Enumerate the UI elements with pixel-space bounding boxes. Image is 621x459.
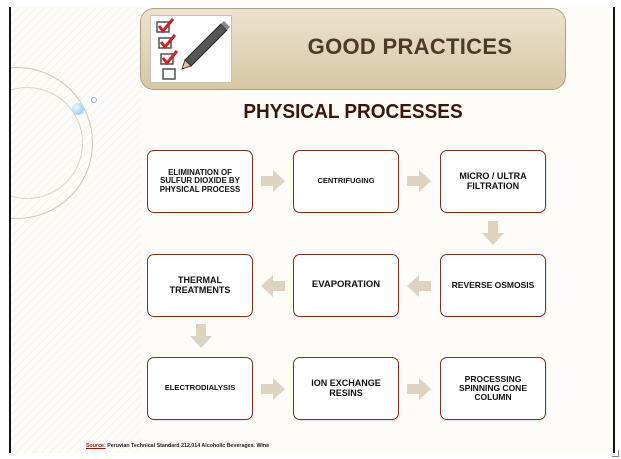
section-subtitle: PHYSICAL PROCESSES bbox=[243, 101, 463, 124]
arrow-down-icon bbox=[190, 324, 212, 348]
step-centrifuging: CENTRIFUGING bbox=[293, 150, 399, 213]
decorative-small-dot bbox=[91, 97, 97, 103]
step-reverse-osmosis: REVERSE OSMOSIS bbox=[440, 254, 546, 317]
checklist-pencil-icon bbox=[150, 15, 232, 83]
step-spinning-cone-column: PROCESSING SPINNING CONE COLUMN bbox=[440, 357, 546, 420]
step-electrodialysis: ELECTRODIALYSIS bbox=[147, 357, 253, 420]
source-text: Peruvian Technical Standard 212.014 Alco… bbox=[105, 443, 270, 449]
arrow-right-icon bbox=[261, 378, 285, 400]
step-sulfur-dioxide-elimination: ELIMINATION OF SULFUR DIOXIDE BY PHYSICA… bbox=[147, 150, 253, 213]
step-thermal-treatments: THERMAL TREATMENTS bbox=[147, 254, 253, 317]
arrow-right-icon bbox=[407, 170, 431, 192]
arrow-left-icon bbox=[407, 275, 431, 297]
corner-mark bbox=[612, 450, 619, 457]
arrow-left-icon bbox=[261, 275, 285, 297]
arrow-down-icon bbox=[482, 221, 504, 245]
source-citation: Source: Peruvian Technical Standard 212.… bbox=[86, 443, 269, 449]
step-micro-ultra-filtration: MICRO / ULTRA FILTRATION bbox=[440, 150, 546, 213]
page-title: GOOD PRACTICES bbox=[307, 34, 513, 59]
arrow-right-icon bbox=[407, 378, 431, 400]
step-evaporation: EVAPORATION bbox=[293, 254, 399, 317]
arrow-right-icon bbox=[261, 170, 285, 192]
decorative-dot bbox=[72, 103, 84, 115]
source-label: Source: bbox=[86, 443, 106, 449]
step-ion-exchange-resins: ION EXCHANGE RESINS bbox=[293, 357, 399, 420]
